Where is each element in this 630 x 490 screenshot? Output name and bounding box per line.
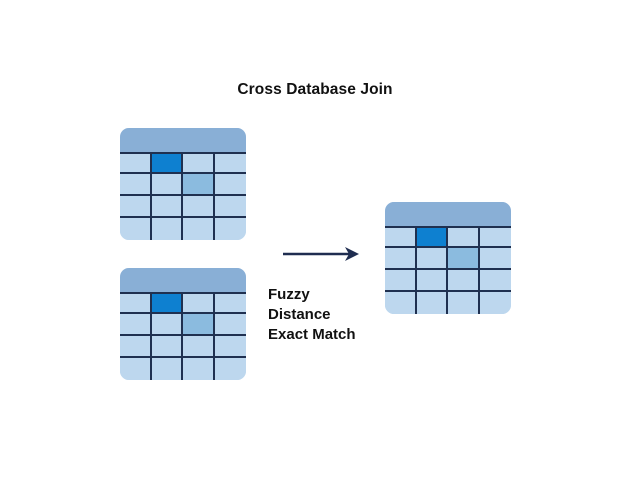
table-cell [214,152,246,174]
table-cell [479,292,511,314]
table-cell [151,314,183,336]
join-type-exact-match: Exact Match [268,326,356,343]
table-cell-highlight-medium [183,314,215,336]
table-cell [151,196,183,218]
table-header-divider [385,226,511,228]
table-cell [151,358,183,380]
table-row [120,358,246,380]
table-cell [183,218,215,240]
table-cell [151,218,183,240]
table-cell [479,226,511,248]
table-cell [214,218,246,240]
table-cell [385,248,417,270]
table-cell [120,292,152,314]
table-header-divider [120,152,246,154]
table-cell [385,226,417,248]
join-type-distance: Distance [268,306,331,323]
table-cell [385,292,417,314]
table-cell [214,292,246,314]
table-cell-highlight-medium [448,248,480,270]
table-cell [448,270,480,292]
table-row [120,196,246,218]
table-cell [120,196,152,218]
table-header-band [120,128,246,152]
table-cell [448,226,480,248]
table-cell [448,292,480,314]
table-cell [416,248,448,270]
table-cell [120,174,152,196]
table-row [120,152,246,174]
table-cell [183,292,215,314]
table-cell [214,358,246,380]
table-cell [385,270,417,292]
table-body [120,292,246,380]
table-body [385,226,511,314]
join-type-list: Fuzzy Distance Exact Match [268,285,408,345]
table-cell-highlight-bright [416,226,448,248]
table-row [120,174,246,196]
table-cell [479,248,511,270]
table-cell [479,270,511,292]
source-table-bottom [120,268,246,380]
table-row [385,292,511,314]
table-row [385,248,511,270]
table-row [120,336,246,358]
table-cell [183,152,215,174]
page-title: Cross Database Join [237,81,393,98]
table-cell [120,314,152,336]
result-table [385,202,511,314]
table-cell [151,174,183,196]
table-header-band [120,268,246,292]
table-cell [183,336,215,358]
table-cell [214,336,246,358]
table-cell [120,336,152,358]
table-row [120,218,246,240]
table-cell [214,196,246,218]
table-row [385,226,511,248]
table-body [120,152,246,240]
table-header-divider [120,292,246,294]
arrow-right-icon [283,243,363,267]
table-cell [183,358,215,380]
table-cell [120,358,152,380]
table-cell [151,336,183,358]
table-cell [214,174,246,196]
table-cell [416,292,448,314]
table-cell-highlight-bright [151,292,183,314]
table-header-band [385,202,511,226]
table-cell [214,314,246,336]
table-row [120,314,246,336]
table-cell [120,218,152,240]
join-type-fuzzy: Fuzzy [268,286,310,303]
table-cell [416,270,448,292]
table-row [385,270,511,292]
table-row [120,292,246,314]
table-cell [183,196,215,218]
table-cell [120,152,152,174]
source-table-top [120,128,246,240]
table-cell-highlight-bright [151,152,183,174]
table-cell-highlight-medium [183,174,215,196]
